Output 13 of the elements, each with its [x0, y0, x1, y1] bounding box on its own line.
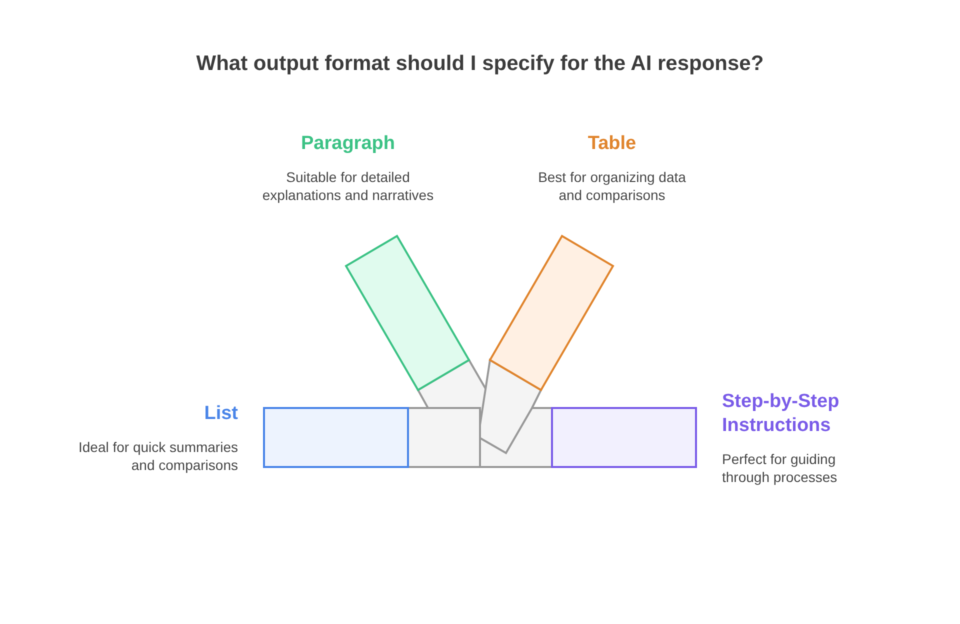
bar — [263, 407, 409, 468]
title: What output format should I specify for the AI response? — [195, 52, 765, 76]
heading: List — [203, 402, 238, 426]
bar — [551, 407, 697, 468]
heading: Step-by-Step Instructions — [722, 390, 840, 438]
bar — [345, 235, 470, 391]
description: Perfect for guiding through processes — [722, 450, 838, 486]
heading: Paragraph — [300, 132, 396, 156]
bar — [489, 235, 614, 391]
description: Best for organizing data and comparisons — [537, 168, 687, 204]
description: Ideal for quick summaries and comparisons — [77, 438, 238, 474]
heading: Table — [586, 132, 638, 156]
description: Suitable for detailed explanations and narratives — [261, 168, 435, 204]
